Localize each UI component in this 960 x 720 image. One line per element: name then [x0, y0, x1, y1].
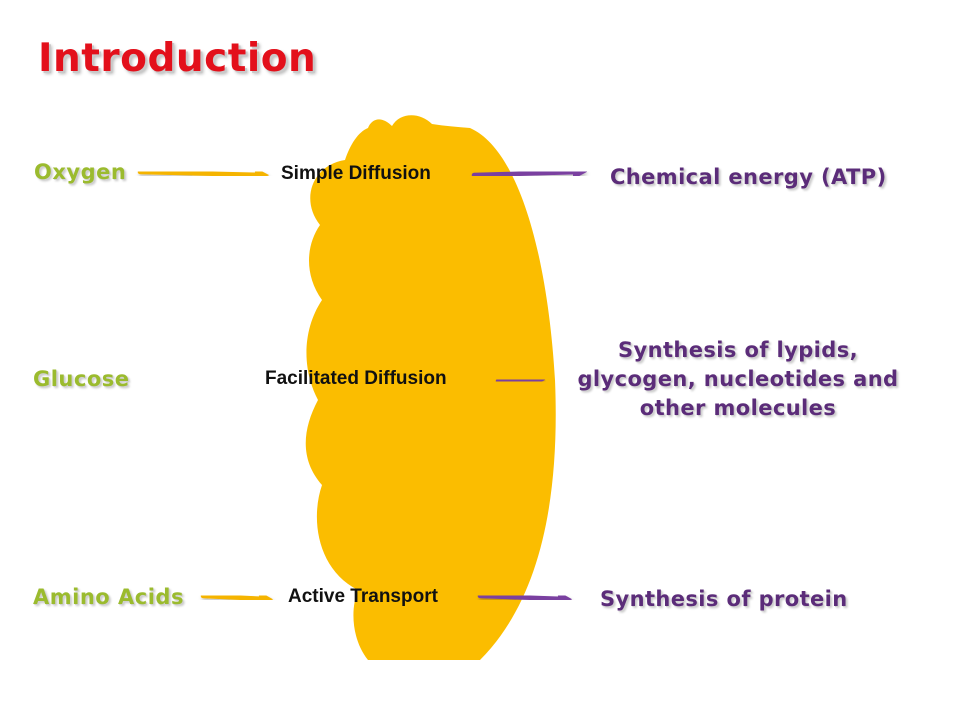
- output-label-synthesis-protein: Synthesis of protein: [600, 587, 848, 611]
- arrow-amino-in: [200, 591, 274, 606]
- output-label-atp: Chemical energy (ATP): [610, 165, 887, 189]
- input-label-oxygen: Oxygen: [34, 160, 127, 184]
- mechanism-facilitated-diffusion: Facilitated Diffusion: [265, 368, 447, 389]
- output-label-synthesis-lipids: Synthesis of lypids, glycogen, nucleotid…: [577, 338, 899, 420]
- input-label-glucose: Glucose: [33, 367, 130, 391]
- arrow-oxygen-in: [137, 167, 270, 183]
- arrow-glucose-out: [495, 372, 546, 388]
- arrow-amino-out: [477, 591, 573, 606]
- arrows-group: [137, 165, 588, 606]
- arrow-oxygen-out: [471, 165, 588, 180]
- mechanism-simple-diffusion: Simple Diffusion: [281, 163, 431, 184]
- mechanism-active-transport: Active Transport: [288, 586, 438, 607]
- slide-title: Introduction: [38, 36, 317, 81]
- cell-membrane-shape: [305, 115, 556, 660]
- input-label-amino-acids: Amino Acids: [33, 585, 184, 609]
